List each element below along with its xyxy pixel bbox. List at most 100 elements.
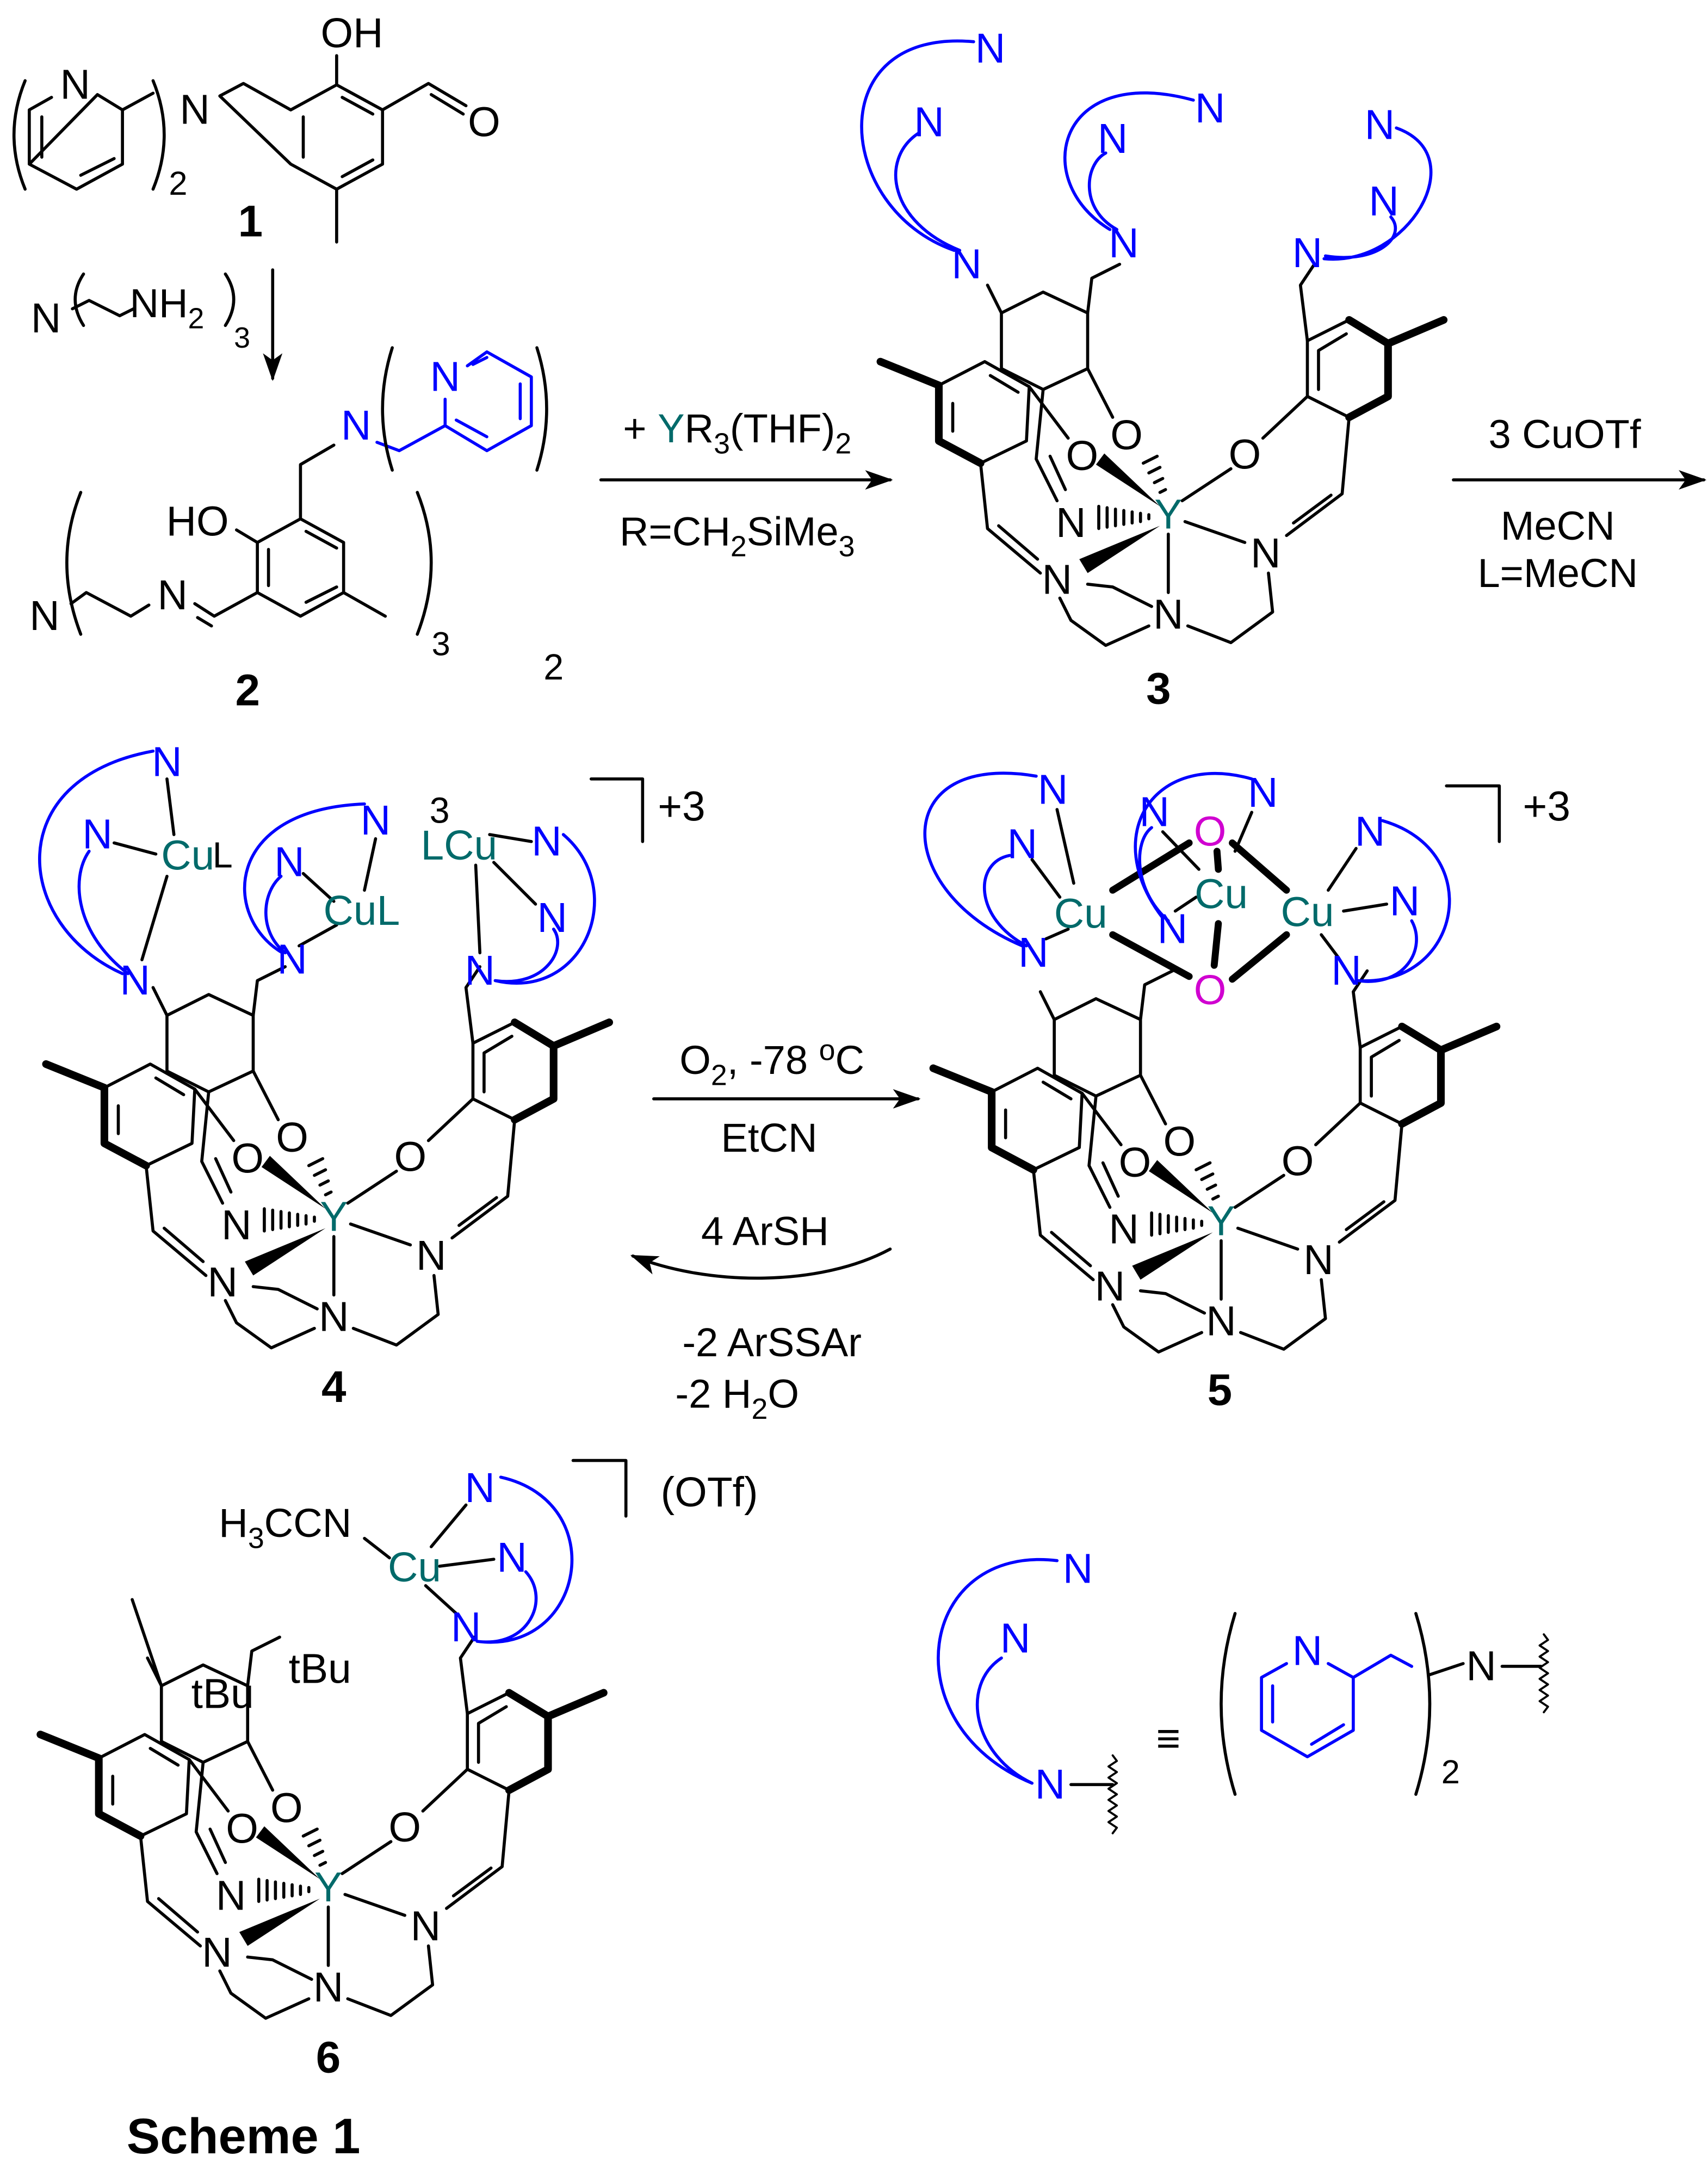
atom-n: N [60, 61, 90, 108]
atom-n: N [1303, 1237, 1333, 1283]
atom-n-blue: N [1248, 770, 1278, 816]
atom-n-blue: N [82, 812, 112, 858]
atom-n-blue: N [152, 739, 182, 786]
atom-o: O [1282, 1138, 1314, 1184]
atom-n-blue: N [465, 1465, 495, 1511]
atom-yttrium: Y [320, 1194, 348, 1240]
byproduct-water: -2 H2O [675, 1371, 799, 1425]
atom-o: O [388, 1805, 421, 1851]
atom-n-blue: N [430, 354, 460, 400]
atom-n-blue: N [1007, 821, 1037, 867]
atom-ho: HO [166, 498, 229, 545]
atom-n-blue: N [1292, 1628, 1322, 1674]
atom-o: O [1066, 433, 1098, 479]
atom-o: O [1229, 432, 1261, 478]
amine-nh2: NH2 [129, 281, 204, 335]
atom-o: O [276, 1115, 308, 1161]
compound-4: O O O Y N N N N N N N CuNH L N N N CuL L… [38, 739, 706, 1412]
compound-1: N 2 N OH O 1 [12, 10, 500, 246]
copper-count: 3 [430, 791, 450, 831]
subscript-3: 3 [432, 625, 450, 663]
reagent-r-definition: R=CH2SiMe3 [620, 509, 855, 563]
compound-6: O O O Y N N N N H3CCN Cu N N N tBu tBu (… [36, 1459, 758, 2083]
ligand-definition: L=MeCN [1477, 551, 1638, 596]
atom-n-blue: N [1140, 789, 1169, 836]
reagent-yttrium-alkyl: + YR3(THF)2 [623, 406, 851, 460]
atom-n-blue: N [1158, 906, 1187, 952]
tbu-group: tBu [191, 1671, 254, 1717]
atom-n: N [208, 1259, 238, 1306]
atom-n-blue: N [975, 26, 1005, 72]
atom-n-blue: N [1365, 102, 1395, 149]
step-3-reagent: 3 CuOTf MeCN L=MeCN [1452, 411, 1707, 596]
copper-left: Cu [1054, 891, 1107, 937]
atom-n: N [216, 1873, 246, 1919]
atom-n-blue: N [1018, 930, 1048, 976]
atom-n: N [180, 87, 209, 133]
compound-label-3: 3 [1146, 664, 1171, 714]
atom-o: O [226, 1806, 258, 1852]
atom-n-blue: N [277, 937, 307, 983]
atom-n-blue: N [951, 241, 981, 287]
oxo-bottom: O [1194, 967, 1227, 1014]
atom-n-blue: N [120, 957, 150, 1004]
atom-n-blue: N [465, 948, 495, 994]
step-2-reagent: + YR3(THF)2 R=CH2SiMe3 [599, 406, 893, 563]
atom-n: N [1042, 557, 1072, 603]
atom-n-blue: N [361, 798, 391, 844]
compound-label-4: 4 [321, 1362, 346, 1412]
counterion: (OTf) [661, 1469, 758, 1516]
repeat-count: 2 [1441, 1753, 1460, 1791]
byproduct-arssar: -2 ArSSAr [682, 1320, 862, 1365]
charge-label: +3 [658, 783, 705, 830]
compound-label-2: 2 [236, 665, 261, 715]
atom-n: N [1251, 530, 1280, 577]
atom-n-blue: N [1331, 948, 1361, 994]
atom-n: N [1095, 1264, 1125, 1310]
reagent-cuotf: 3 CuOTf [1488, 411, 1641, 456]
acetonitrile-ligand: H3CCN [219, 1500, 351, 1554]
atom-n-blue: N [1369, 178, 1398, 225]
atom-n: N [157, 572, 187, 619]
atom-o: O [394, 1134, 427, 1181]
atom-n: N [411, 1904, 441, 1950]
atom-n-blue: N [1035, 1762, 1065, 1808]
ligand-l: L [213, 835, 233, 875]
atom-n-blue: N [1109, 220, 1138, 267]
atom-n: N [313, 1964, 343, 2011]
atom-n-blue: N [497, 1535, 527, 1581]
atom-n-blue: N [1063, 1546, 1093, 1592]
atom-n-blue: N [1195, 85, 1225, 132]
amine-count: 3 [234, 322, 250, 354]
atom-n: N [416, 1233, 446, 1279]
oxo-top: O [1194, 808, 1227, 855]
atom-o: O [1119, 1140, 1152, 1186]
atom-n: N [202, 1930, 232, 1976]
atom-n: N [221, 1202, 251, 1249]
amine-n: N [31, 295, 61, 342]
scheme-title: Scheme 1 [127, 2108, 361, 2164]
charge-label: +3 [1523, 783, 1570, 830]
compound-5: O O O Y N N N N Cu Cu Cu O O N N N N N N… [923, 767, 1570, 1414]
atom-n-blue: N [1038, 767, 1068, 813]
atom-n-blue: N [1000, 1615, 1030, 1661]
atom-n-blue: N [1292, 230, 1322, 276]
tbu-group: tBu [289, 1646, 351, 1692]
macrocycle-core: O O O Y N N N N [876, 262, 1448, 647]
atom-yttrium: Y [314, 1864, 342, 1911]
compound-label-6: 6 [316, 2033, 341, 2083]
compound-label-5: 5 [1208, 1365, 1233, 1414]
macrocycle-core: O O O Y N N N N [36, 1635, 608, 2020]
atom-n-blue: N [274, 839, 304, 886]
compound-label-1: 1 [238, 197, 263, 246]
atom-n-blue: N [1098, 116, 1128, 162]
equivalence-sign: ≡ [1156, 1715, 1180, 1762]
atom-n: N [29, 593, 59, 639]
atom-o: O [1110, 412, 1143, 459]
atom-n: N [1109, 1207, 1138, 1253]
macrocycle-core: O O O Y N N N N [929, 969, 1501, 1354]
atom-n-blue: N [537, 895, 567, 941]
copper-middle: Cu [1195, 871, 1248, 917]
compound-2: N N HO N N 3 2 2 [29, 346, 564, 715]
